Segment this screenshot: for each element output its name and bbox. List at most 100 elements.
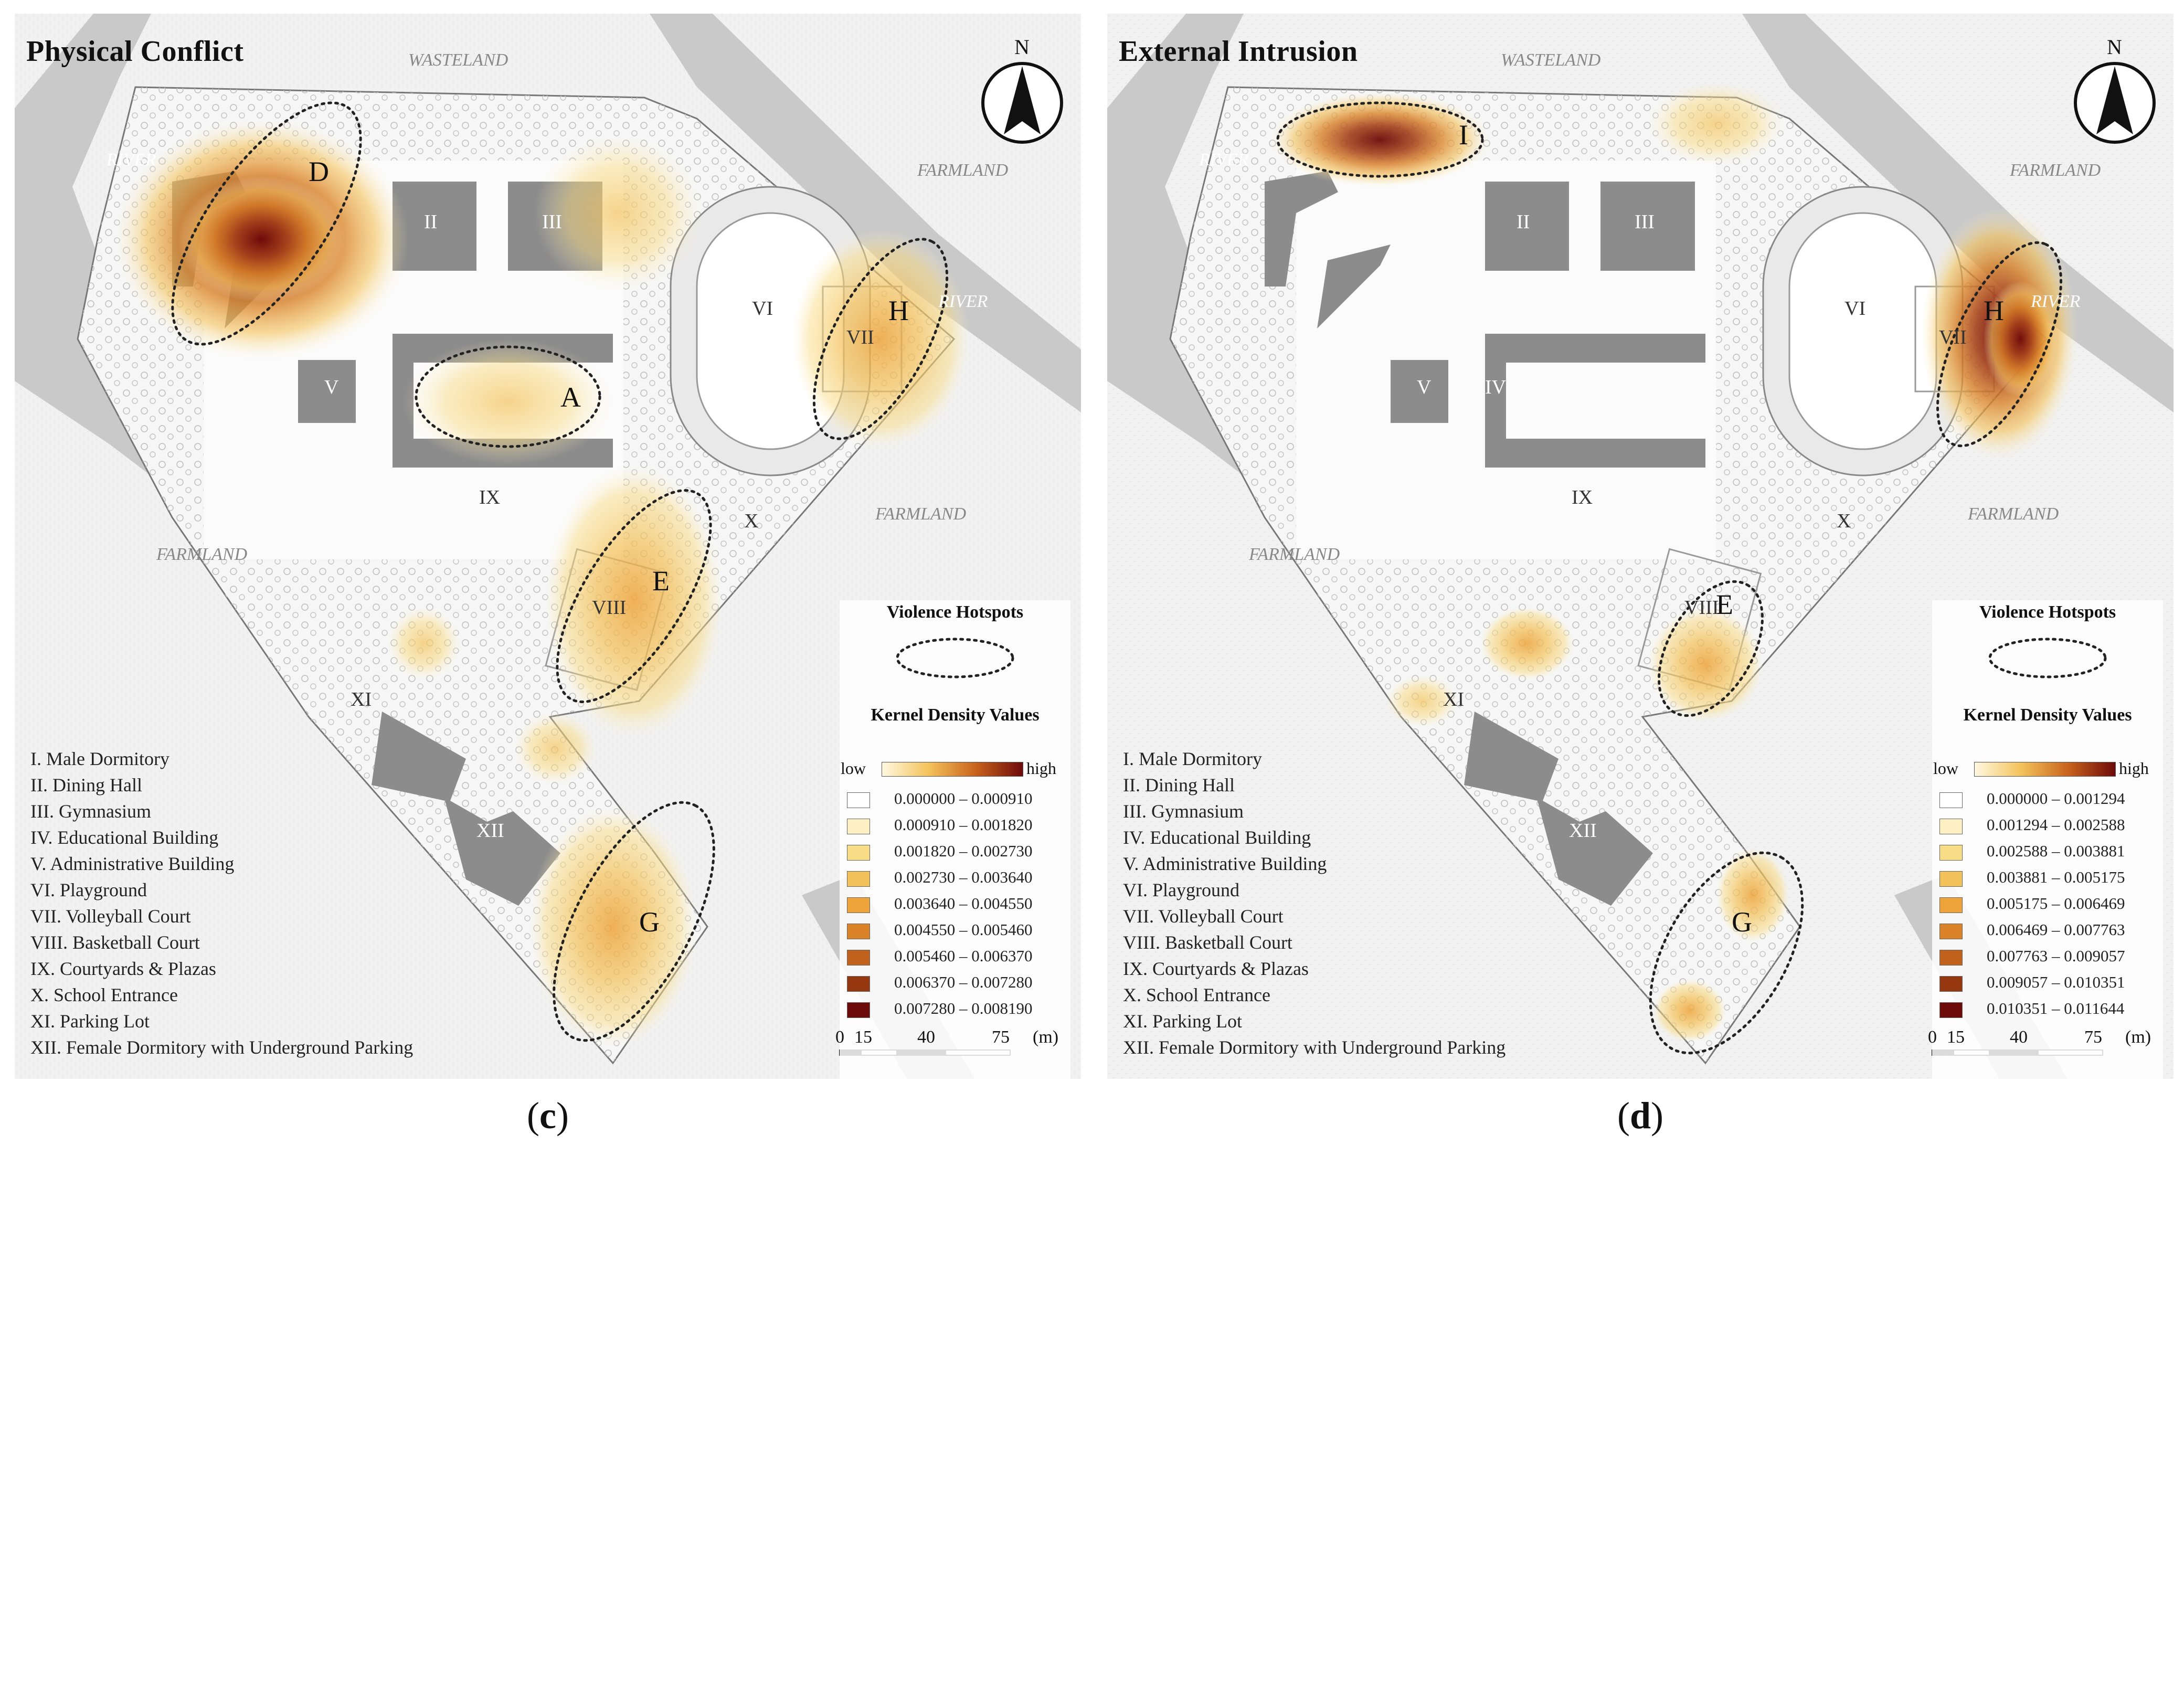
kde-class-range: 0.002588 – 0.003881 [1987, 842, 2125, 860]
kde-class-swatch [847, 792, 870, 808]
scale-tick-75: 75 [2084, 1027, 2102, 1047]
label-IX: IX [479, 486, 501, 508]
kde-hotspot-I [1270, 92, 1490, 187]
kde-class-swatch [1939, 819, 1963, 834]
hotspot-ellipse-H [812, 238, 949, 440]
hotspot-label-A: A [560, 381, 581, 413]
kde-class-swatch [1939, 1002, 1963, 1018]
kde-class-range: 0.003640 – 0.004550 [894, 894, 1033, 913]
label-IX: IX [1572, 486, 1593, 508]
label-north: N [2107, 35, 2122, 59]
label-II: II [1517, 211, 1530, 233]
kde-class-swatch [847, 897, 870, 913]
kde-high-label: high [2119, 759, 2149, 778]
north-arrow [2074, 62, 2156, 144]
kde-class-range: 0.001820 – 0.002730 [894, 842, 1033, 860]
panel-title-c: Physical Conflict [26, 35, 244, 68]
hotspot-ellipse-G [553, 801, 715, 1042]
hotspot-label-G: G [639, 906, 660, 938]
label-XII: XII [1569, 820, 1597, 842]
map-panel-d: External Intrusion WASTELAND RIVER RIVER… [1107, 14, 2174, 1083]
kde-class-range: 0.002730 – 0.003640 [894, 868, 1033, 886]
hotspot-ellipse-H [1936, 241, 2063, 448]
label-farmland-ne: FARMLAND [917, 161, 1009, 180]
kde-class-swatch [1939, 924, 1963, 939]
label-river-east: RIVER [938, 292, 988, 311]
legend-item: X. School Entrance [30, 984, 178, 1005]
building-II-dining-hall [1485, 182, 1569, 271]
legend-item: VII. Volleyball Court [30, 906, 191, 927]
kde-class-range: 0.000000 – 0.001294 [1987, 789, 2125, 808]
kde-class-swatch [847, 819, 870, 834]
kde-hotspot-A [403, 339, 613, 465]
label-VI: VI [752, 298, 773, 320]
kde-blob-16 [387, 607, 461, 680]
kde-blob-7 [1648, 82, 1784, 166]
hotspot-ellipse-E [556, 489, 712, 703]
label-XI: XI [351, 688, 372, 710]
kde-class-range: 0.003881 – 0.005175 [1987, 868, 2125, 886]
label-III: III [1635, 211, 1655, 233]
caption-c: (c) [527, 1095, 569, 1137]
kde-blob-19 [1716, 848, 1789, 942]
scale-unit: (m) [1033, 1027, 1059, 1047]
legend-item: II. Dining Hall [30, 775, 142, 796]
legend-item: IX. Courtyards & Plazas [1123, 958, 1309, 979]
label-VIII: VIII [1684, 597, 1719, 619]
kde-hotspot-H [791, 229, 970, 449]
scale-tick-75: 75 [992, 1027, 1010, 1047]
kde-class-swatch [1939, 950, 1963, 966]
hotspot-ellipse-A [415, 345, 601, 448]
legend-item: XII. Female Dormitory with Underground P… [30, 1037, 414, 1058]
kde-class-swatch [1939, 976, 1963, 992]
label-farmland-e: FARMLAND [1968, 504, 2059, 524]
kde-class-range: 0.005175 – 0.006469 [1987, 894, 2125, 913]
kde-class-range: 0.001294 – 0.002588 [1987, 815, 2125, 834]
kde-hotspot-E [545, 465, 723, 738]
scale-tick-0: 0 [1928, 1027, 1937, 1047]
kde-blob-f [534, 134, 702, 292]
label-farmland-ne: FARMLAND [2010, 161, 2101, 180]
kde-class-swatch [1939, 792, 1963, 808]
kde-blob-20 [1653, 979, 1726, 1042]
label-VII: VII [1939, 326, 1967, 348]
hotspot-legend-title: Violence Hotspots [886, 602, 1024, 622]
hotspot-label-H: H [888, 295, 909, 326]
hotspot-ellipse-G [1649, 851, 1804, 1055]
hotspot-legend-symbol [896, 638, 1014, 678]
kde-class-range: 0.010351 – 0.011644 [1987, 999, 2125, 1017]
map-panel-c: Physical Conflict WASTELAND RIVER RIVER … [15, 14, 1081, 1083]
kde-class-swatch [847, 1002, 870, 1018]
kde-class-range: 0.006370 – 0.007280 [894, 973, 1033, 991]
density-legend: Violence Hotspots Kernel Density Values … [840, 600, 1070, 1083]
kde-class-range: 0.000910 – 0.001820 [894, 815, 1033, 834]
legend-item: IV. Educational Building [1123, 827, 1311, 848]
hotspot-legend-symbol [1988, 638, 2107, 678]
label-II: II [424, 211, 438, 233]
building-V-administrative [298, 360, 356, 423]
kde-legend-title: Kernel Density Values [1963, 705, 2132, 725]
building-XII-female-dormitory [1464, 712, 1653, 906]
label-river-west: RIVER [107, 150, 156, 169]
scale-tick-15: 15 [854, 1027, 872, 1047]
label-farmland-w: FARMLAND [156, 545, 248, 564]
kde-class-range: 0.006469 – 0.007763 [1987, 920, 2125, 939]
playground-field [1788, 212, 1937, 450]
legend-item: XI. Parking Lot [30, 1011, 150, 1032]
legend-item: I. Male Dormitory [30, 748, 169, 769]
legend-item: VII. Volleyball Court [1123, 906, 1284, 927]
label-XI: XI [1443, 688, 1465, 710]
legend-item: III. Gymnasium [1123, 801, 1244, 822]
label-V: V [1417, 376, 1432, 398]
kde-class-swatch [847, 976, 870, 992]
hotspot-label-E: E [652, 565, 670, 597]
kde-class-range: 0.000000 – 0.000910 [894, 789, 1033, 808]
legend-item: VIII. Basketball Court [1123, 932, 1292, 953]
hotspot-label-D: D [309, 156, 329, 187]
kde-class-swatch [847, 950, 870, 966]
label-farmland-w: FARMLAND [1249, 545, 1340, 564]
legend-item: XII. Female Dormitory with Underground P… [1123, 1037, 1506, 1058]
kde-class-range: 0.007763 – 0.009057 [1987, 947, 2125, 965]
building-IV-north-wing [1485, 334, 1705, 363]
label-IV: IV [1485, 376, 1507, 398]
